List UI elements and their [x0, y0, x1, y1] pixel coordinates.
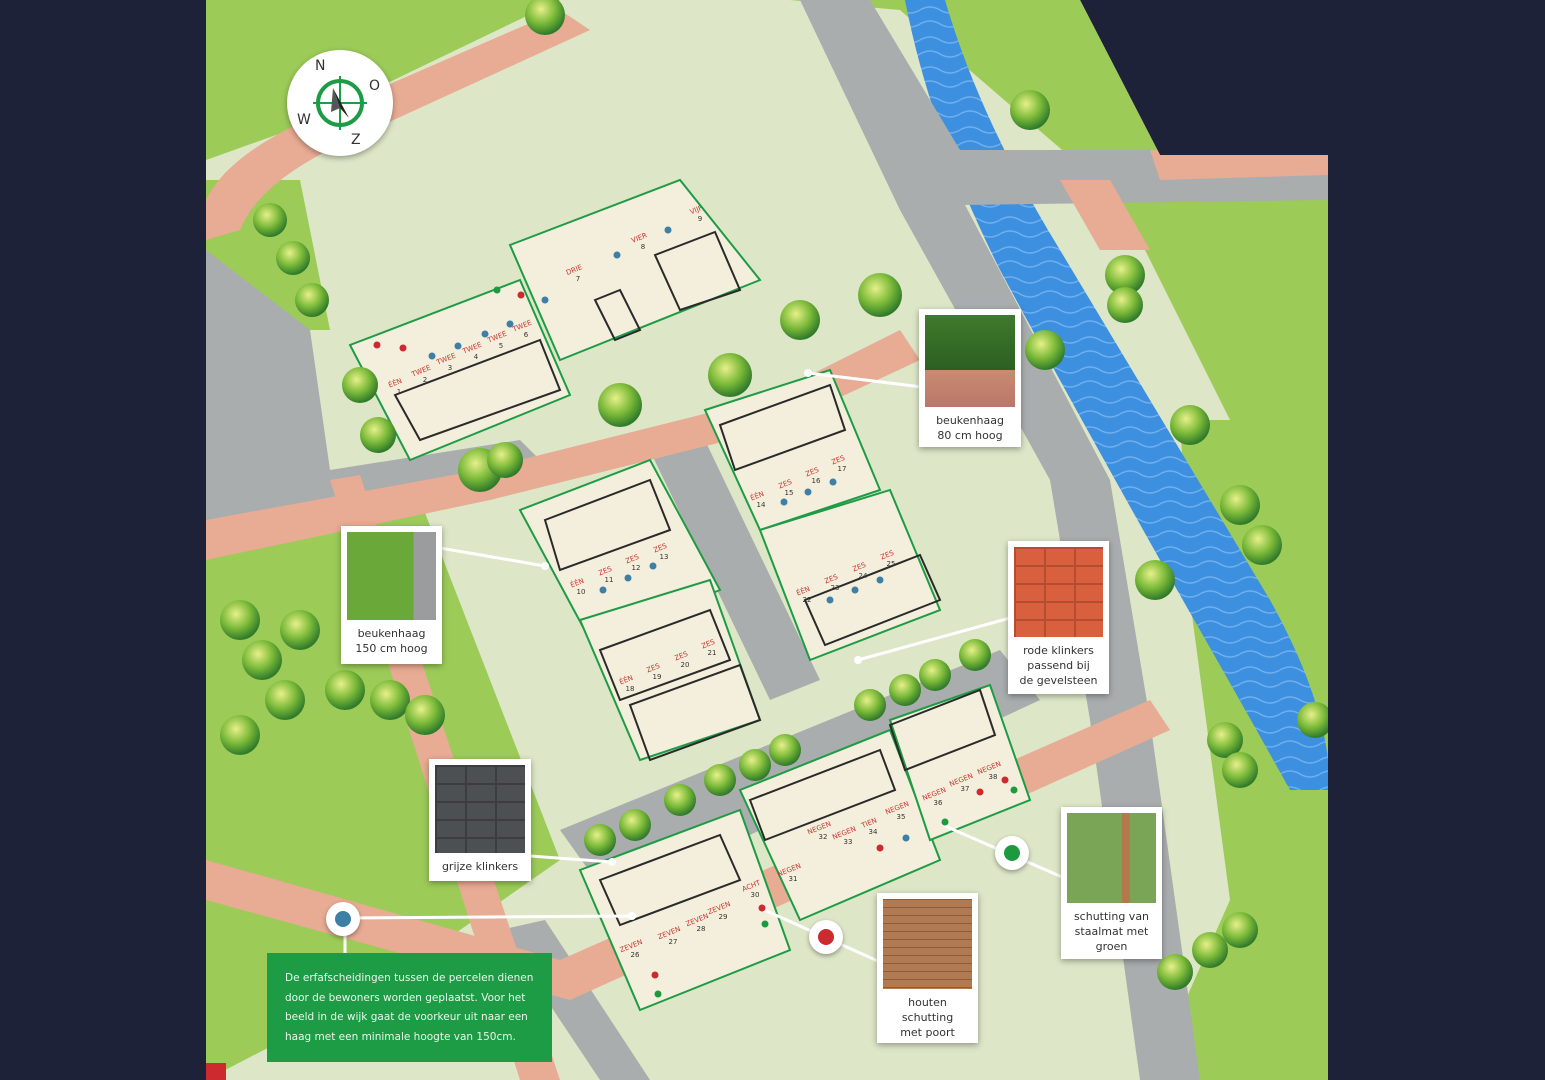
plot-number: 9: [698, 215, 702, 223]
marker-dot-icon: [818, 929, 834, 945]
compass-n: N: [315, 58, 326, 74]
compass-needle-icon: [313, 76, 367, 130]
compass-z: Z: [351, 132, 361, 148]
marker-green[interactable]: [995, 836, 1029, 870]
plot-number: 7: [576, 275, 580, 283]
callout-grijze-klinkers: grijze klinkers: [429, 759, 531, 881]
marker-dot-icon: [335, 911, 351, 927]
plot-number: 13: [660, 553, 669, 561]
callout-beukenhaag-80: beukenhaag 80 cm hoog: [919, 309, 1021, 447]
plot-number: 16: [812, 477, 821, 485]
compass-o: O: [369, 78, 381, 94]
plot-number: 35: [897, 813, 906, 821]
plot-number: 3: [448, 364, 452, 372]
wooden-fence-photo: [883, 899, 972, 989]
plot-number: 2: [423, 376, 427, 384]
plot-number: 29: [719, 913, 728, 921]
callout-houten-schutting: houten schutting met poort: [877, 893, 978, 1043]
callout-beukenhaag-150: beukenhaag 150 cm hoog: [341, 526, 442, 664]
plot-number: 37: [961, 785, 970, 793]
plot-number: 24: [859, 572, 868, 580]
callout-caption: beukenhaag 150 cm hoog: [355, 627, 428, 655]
callout-staalmat: schutting van staalmat met groen: [1061, 807, 1162, 959]
plot-number: 27: [669, 938, 678, 946]
grey-brick-swatch: [435, 765, 525, 853]
plot-number: 32: [819, 833, 828, 841]
red-brick-swatch: [1014, 547, 1103, 637]
plot-number: 33: [844, 838, 853, 846]
plot-number: 25: [887, 560, 896, 568]
plot-number: 15: [785, 489, 794, 497]
plot-number: 20: [681, 661, 690, 669]
callout-caption: schutting van staalmat met groen: [1073, 910, 1150, 953]
plot-number: 8: [641, 243, 645, 251]
plot-number: 17: [838, 465, 847, 473]
marker-red[interactable]: [809, 920, 843, 954]
callout-caption: grijze klinkers: [441, 860, 519, 873]
plot-number: 38: [989, 773, 998, 781]
plot-number: 26: [631, 951, 640, 959]
fence-photo: [1067, 813, 1156, 903]
plot-number: 36: [934, 799, 943, 807]
info-box: De erfafscheidingen tussen de percelen d…: [267, 953, 552, 1062]
plot-number: 11: [605, 576, 614, 584]
plot-number: 23: [831, 584, 840, 592]
info-text: De erfafscheidingen tussen de percelen d…: [285, 972, 534, 1043]
callout-caption: rode klinkers passend bij de gevelsteen: [1019, 644, 1098, 687]
plot-number: 14: [757, 501, 766, 509]
plot-number: 12: [632, 564, 641, 572]
plot-number: 22: [803, 596, 812, 604]
plot-number: 10: [577, 588, 586, 596]
compass-icon: N O Z W: [287, 50, 393, 156]
plot-number: 4: [474, 353, 479, 361]
plot-number: 19: [653, 673, 662, 681]
plot-number: 31: [789, 875, 798, 883]
hedge-photo: [925, 315, 1015, 407]
plot-number: 6: [524, 331, 529, 339]
plot-number: 28: [697, 925, 706, 933]
marker-blue[interactable]: [326, 902, 360, 936]
callout-caption: beukenhaag 80 cm hoog: [936, 414, 1004, 442]
compass-w: W: [297, 112, 311, 128]
plot-number: 34: [869, 828, 878, 836]
plot-number: 5: [499, 342, 503, 350]
callout-caption: houten schutting met poort: [900, 996, 955, 1039]
plot-number: 21: [708, 649, 717, 657]
plot-number: 18: [626, 685, 635, 693]
plot-number: 30: [751, 891, 760, 899]
marker-dot-icon: [1004, 845, 1020, 861]
hedge-photo: [347, 532, 436, 620]
plot-number: 1: [397, 388, 401, 396]
callout-rode-klinkers: rode klinkers passend bij de gevelsteen: [1008, 541, 1109, 694]
